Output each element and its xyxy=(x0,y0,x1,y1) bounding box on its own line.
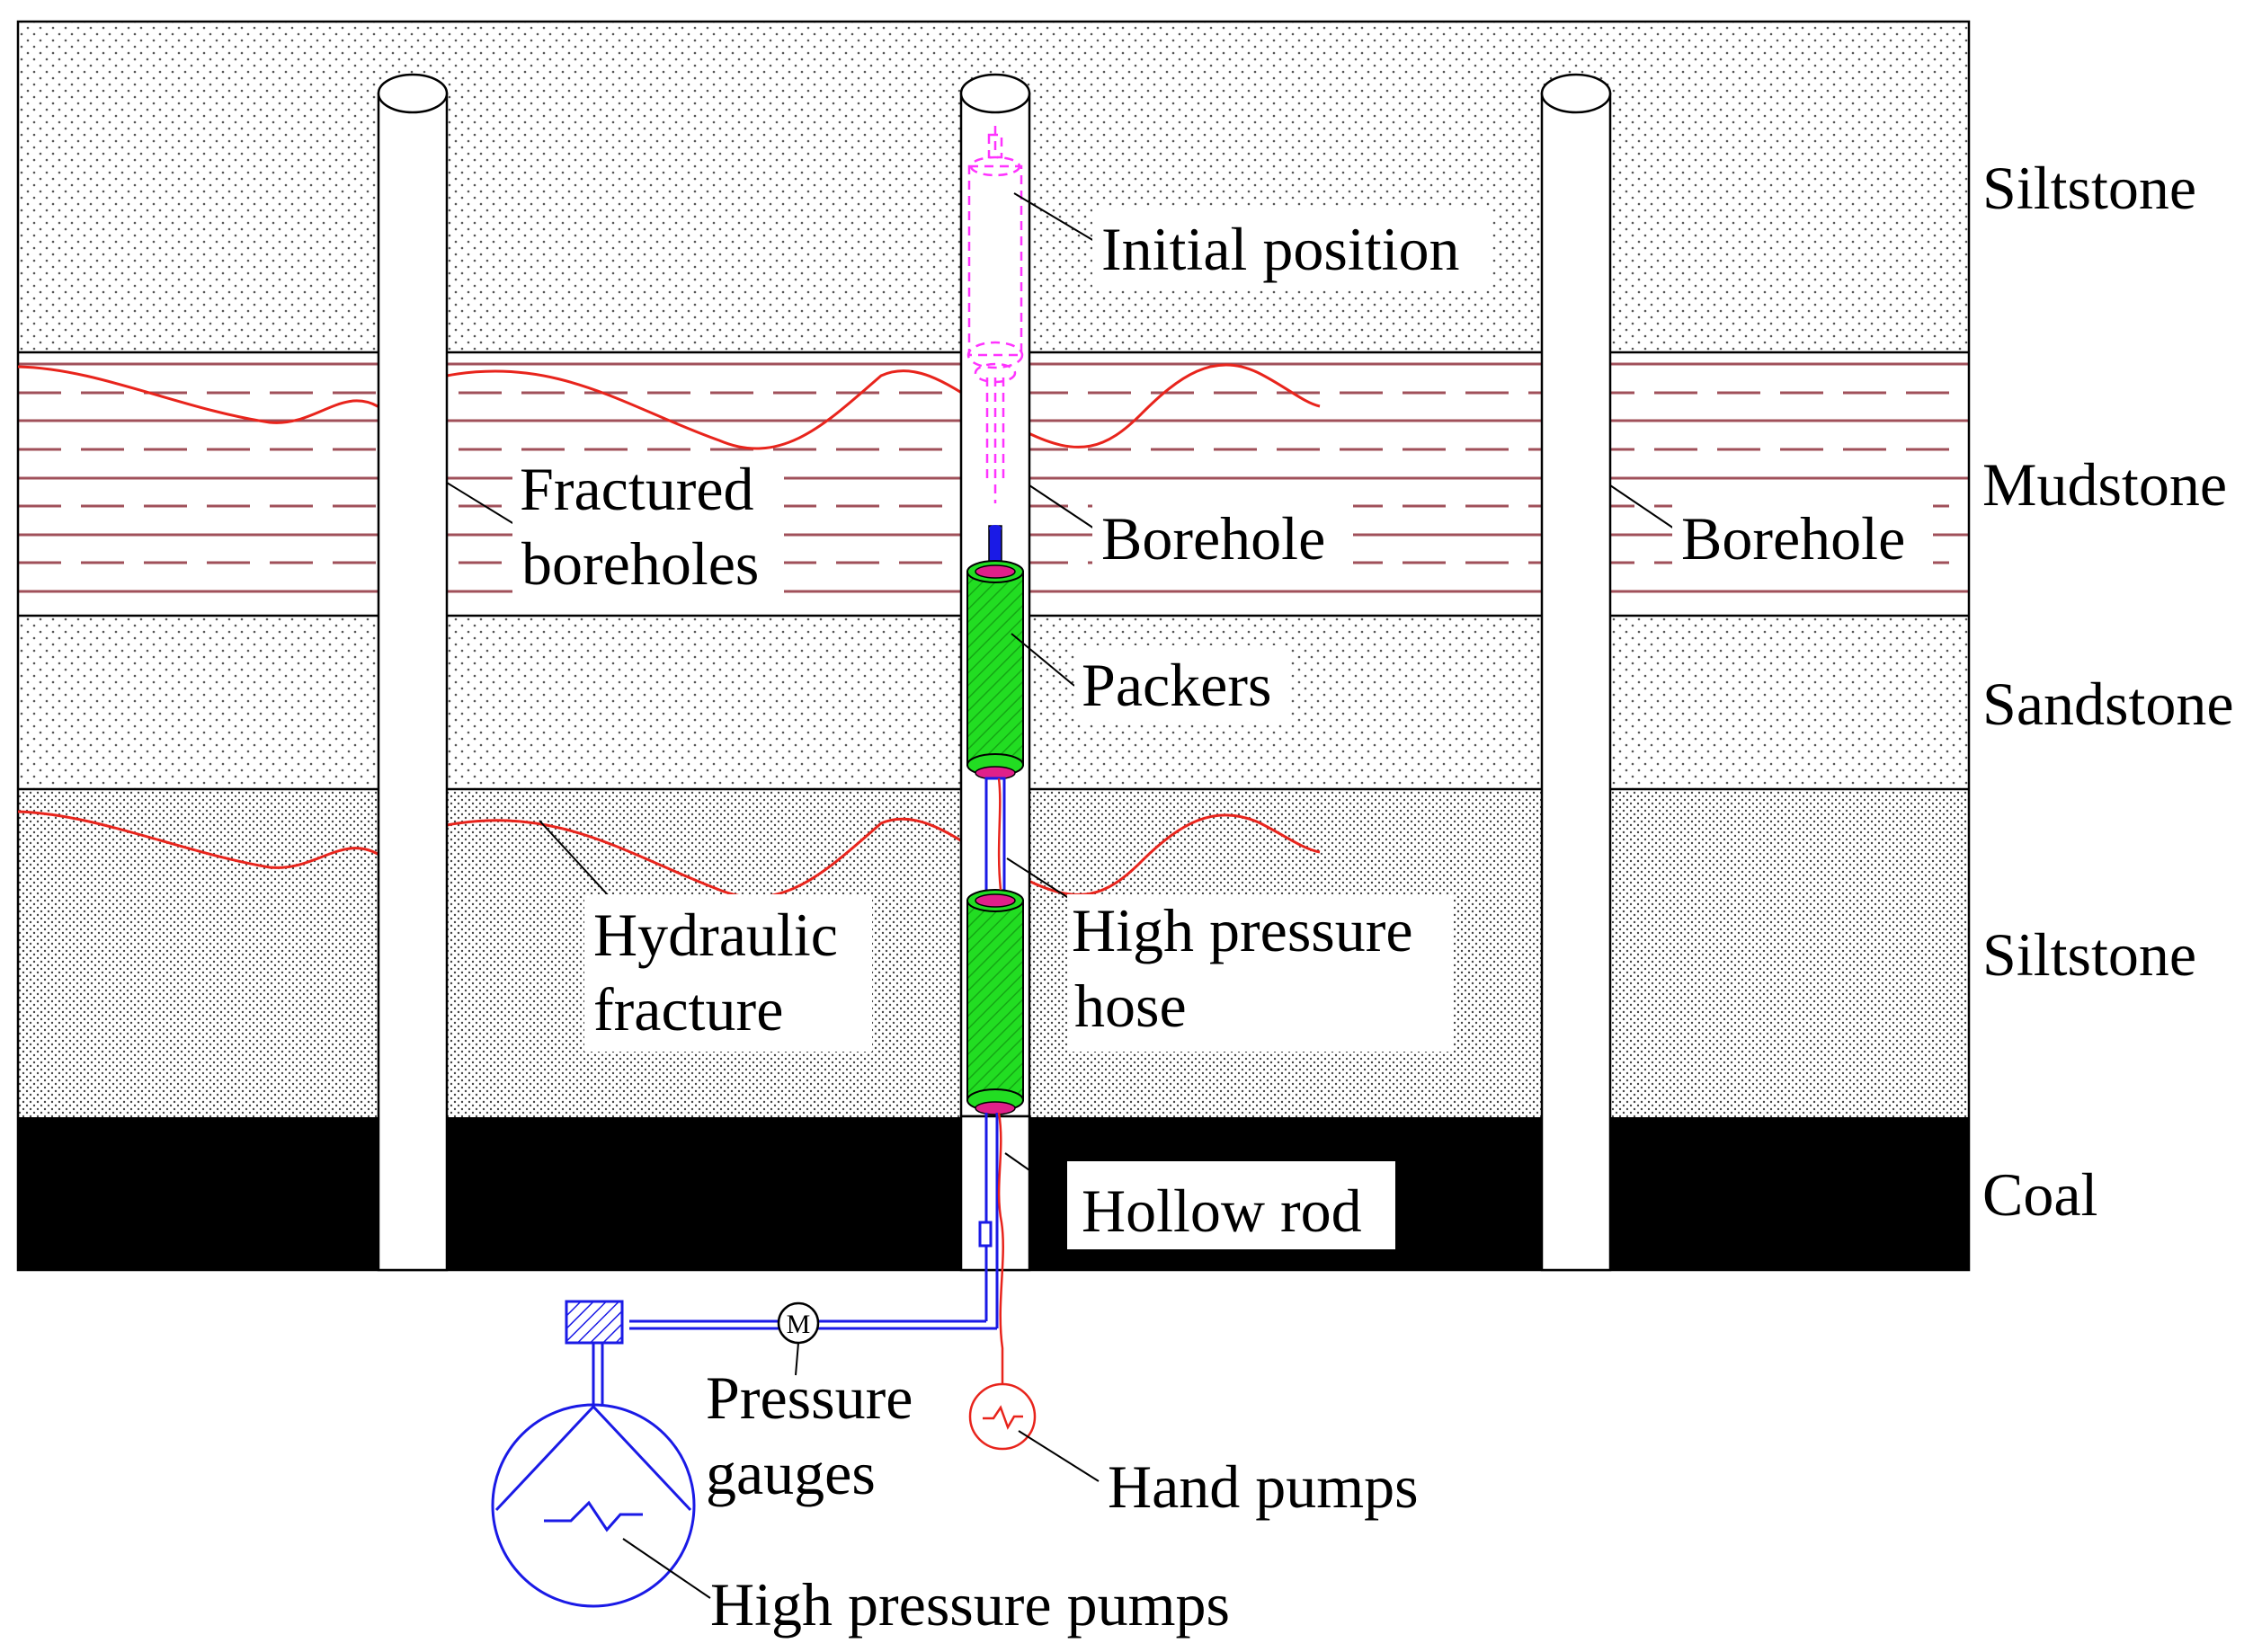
layer-label-mudstone: Mudstone xyxy=(1982,450,2227,519)
hose xyxy=(997,777,1004,1384)
upper-packer xyxy=(966,560,1024,780)
labels: Initial position Fractured boreholes Bor… xyxy=(520,215,1905,1639)
leader-lines xyxy=(446,192,1675,1599)
layer-label-siltstone-bottom: Siltstone xyxy=(1982,920,2196,989)
high-pressure-pump xyxy=(491,1403,696,1608)
layer-label-siltstone-top: Siltstone xyxy=(1982,154,2196,222)
connecting-rod xyxy=(984,777,1006,897)
label-hydraulic-fracture-2: fracture xyxy=(593,975,783,1044)
layer-labels: Siltstone Mudstone Sandstone Siltstone C… xyxy=(1982,154,2234,1229)
hand-pump xyxy=(968,1382,1037,1451)
label-high-pressure-hose-2: hose xyxy=(1074,972,1187,1040)
label-fractured-boreholes-2: boreholes xyxy=(521,529,759,598)
label-hand-pumps: Hand pumps xyxy=(1108,1452,1419,1521)
gauge-symbol: M xyxy=(787,1310,811,1339)
label-high-pressure-hose-1: High pressure xyxy=(1072,896,1413,964)
layer-label-sandstone: Sandstone xyxy=(1982,670,2234,738)
label-borehole-right: Borehole xyxy=(1681,504,1905,573)
hand-pump-hose xyxy=(968,777,1037,1451)
label-pressure-gauges-2: gauges xyxy=(706,1439,876,1507)
lower-packer xyxy=(966,889,1024,1115)
right-borehole xyxy=(1540,73,1612,1272)
valve-box xyxy=(565,1300,624,1345)
packer-assembly xyxy=(966,525,1024,1115)
label-fractured-boreholes-1: Fractured xyxy=(520,455,754,523)
label-backgrounds xyxy=(512,209,1933,1249)
label-hydraulic-fracture-1: Hydraulic xyxy=(593,901,838,969)
label-pressure-gauges-1: Pressure xyxy=(706,1363,913,1432)
left-fractured-borehole xyxy=(377,73,449,1272)
label-high-pressure-pumps: High pressure pumps xyxy=(710,1570,1230,1639)
mudstone-fracture xyxy=(17,363,1321,450)
label-packers: Packers xyxy=(1082,651,1271,719)
initial-position-tool xyxy=(966,126,1024,503)
pressure-gauge: M xyxy=(777,1301,820,1345)
label-initial-position: Initial position xyxy=(1101,215,1460,283)
layer-label-coal: Coal xyxy=(1982,1160,2097,1229)
label-hollow-rod: Hollow rod xyxy=(1082,1177,1362,1245)
label-borehole-center: Borehole xyxy=(1101,504,1325,573)
fracture-lines xyxy=(17,363,1321,899)
siltstone-fracture xyxy=(17,810,1321,899)
